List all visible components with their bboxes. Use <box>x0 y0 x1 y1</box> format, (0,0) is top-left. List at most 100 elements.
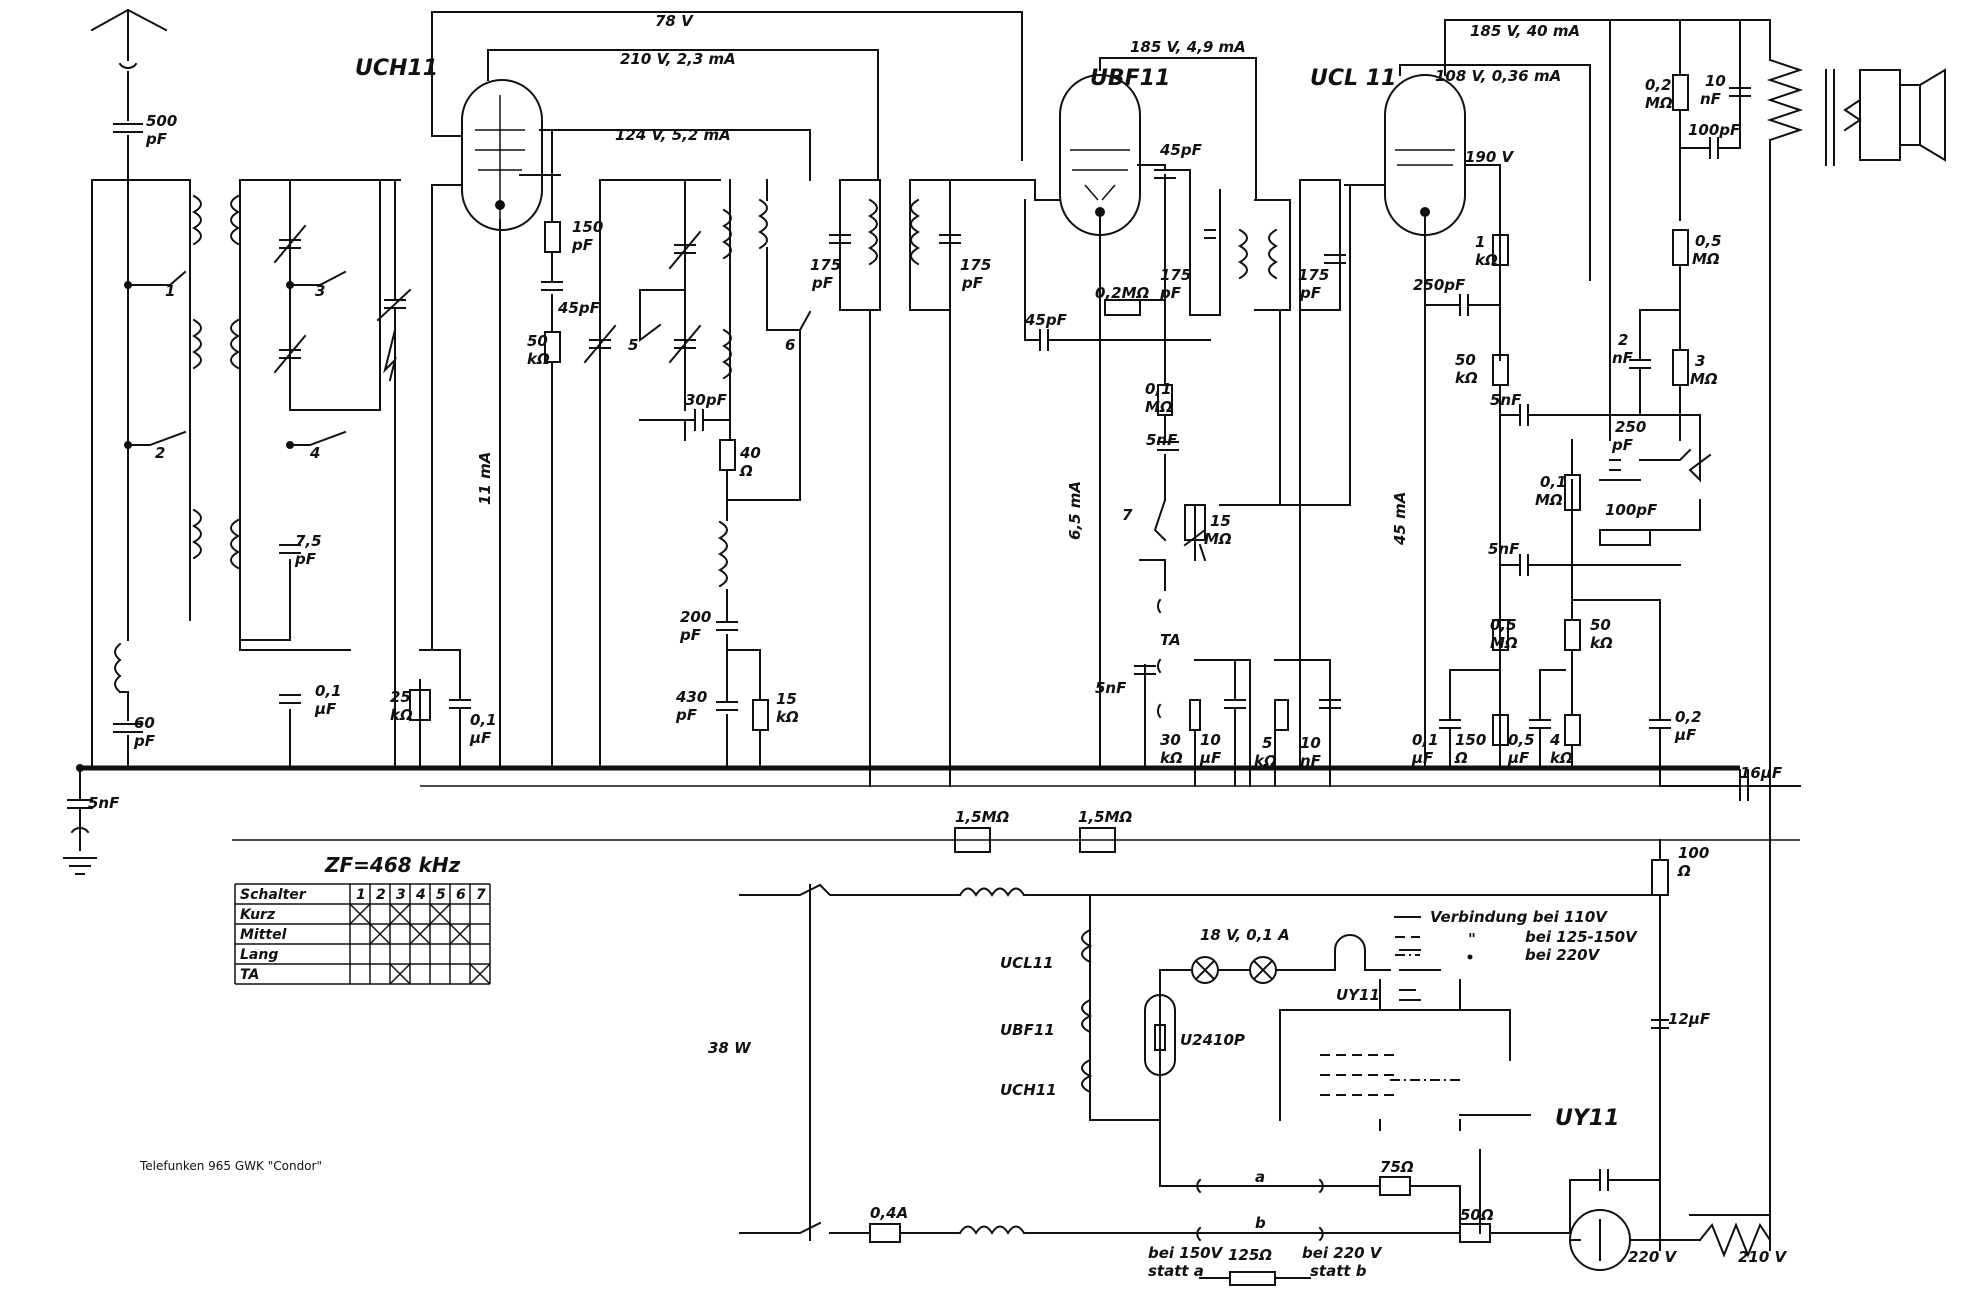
bei220-label: bei 220 V <box>1302 1244 1383 1262</box>
p15m-value: 15 <box>1210 512 1231 530</box>
voltage-210v-b: 210 V <box>1738 1248 1788 1266</box>
c5nfa-value: 5nF <box>1146 431 1178 449</box>
voltage-124v: 124 V, 5,2 mA <box>615 126 731 144</box>
c60-value: 60 <box>134 714 155 732</box>
r4k-value: 4 <box>1549 731 1560 749</box>
c05-value: 0,5 <box>1508 731 1535 749</box>
c250-value: 250pF <box>1413 276 1466 294</box>
table-cross-mark <box>469 963 491 985</box>
c01c-value: 0,1 <box>1412 731 1439 749</box>
voltage-210v: 210 V, 2,3 mA <box>620 50 736 68</box>
table-cross-mark <box>389 963 411 985</box>
c430-value: 430 <box>675 688 707 706</box>
jumper-b: b <box>1255 1214 1266 1232</box>
c430-unit: pF <box>675 706 698 724</box>
switch-3: 3 <box>315 282 325 300</box>
heater-ucl11: UCL11 <box>1000 954 1054 972</box>
r50k-value: 50 <box>527 332 548 350</box>
r15k-value: 15 <box>776 690 797 708</box>
lamp-rating: 18 V, 0,1 A <box>1200 926 1290 944</box>
c175b-value: 175 <box>960 256 991 274</box>
u2410p-label: U2410P <box>1180 1031 1245 1049</box>
c100b-value: 100pF <box>1605 501 1658 519</box>
r30k-value: 30 <box>1160 731 1181 749</box>
antenna-symbol <box>90 8 168 69</box>
jumper-a: a <box>1255 1168 1265 1186</box>
table-col-2: 2 <box>376 887 386 903</box>
r05b-unit: MΩ <box>1692 250 1720 268</box>
c200-value: 200 <box>680 608 711 626</box>
c02-value: 0,2 <box>1675 708 1702 726</box>
r15ma-value: 1,5MΩ <box>955 808 1009 826</box>
c5nfc-value: 5nF <box>1490 391 1522 409</box>
c250b-value: 250 <box>1615 418 1646 436</box>
r15mb-value: 1,5MΩ <box>1078 808 1132 826</box>
c175a-value: 175 <box>810 256 841 274</box>
c01b-unit: µF <box>469 729 492 747</box>
r01m-value: 0,1 <box>1145 380 1172 398</box>
c5nfd-value: 5nF <box>1488 540 1520 558</box>
r75-value: 75Ω <box>1380 1158 1414 1176</box>
ucl11-label: UCL 11 <box>1310 66 1396 91</box>
c175d-unit: pF <box>1299 284 1322 302</box>
r25k-value: 25 <box>390 688 411 706</box>
ta-label: TA <box>1160 631 1181 649</box>
r5k-value: 5 <box>1262 734 1272 752</box>
bei150-label: bei 150V <box>1148 1244 1224 1262</box>
r1k-unit: kΩ <box>1475 251 1498 269</box>
r05b-value: 0,5 <box>1695 232 1722 250</box>
voltage-108v: 108 V, 0,36 mA <box>1435 67 1561 85</box>
table-header: Schalter <box>240 887 307 903</box>
ground-symbol <box>63 809 97 875</box>
switch-5: 5 <box>628 336 638 354</box>
r40-value: 40 <box>739 444 761 462</box>
table-col-3: 3 <box>396 887 406 903</box>
c250b-unit: pF <box>1611 436 1634 454</box>
r01m-unit: MΩ <box>1145 398 1173 416</box>
table-col-7: 7 <box>476 887 486 903</box>
c75-value: 7,5 <box>295 532 322 550</box>
c5nf-ant: 5nF <box>88 794 120 812</box>
r25k-unit: kΩ <box>390 706 413 724</box>
c2nf-value: 2 <box>1618 331 1628 349</box>
c10nfb-value: 10 <box>1705 72 1726 90</box>
c500-value: 500 <box>146 112 177 130</box>
c100a-value: 100pF <box>1688 121 1741 139</box>
c10nf-value: 10 <box>1300 734 1321 752</box>
table-row-ta: TA <box>240 967 259 983</box>
table-cross-mark <box>449 923 471 945</box>
table-cross-mark <box>369 923 391 945</box>
r05a-value: 0,5 <box>1490 616 1517 634</box>
uch11-tube <box>461 79 543 231</box>
r01mb-value: 0,1 <box>1540 473 1567 491</box>
heater-uch11: UCH11 <box>1000 1081 1057 1099</box>
r3m-unit: MΩ <box>1690 370 1718 388</box>
ubf11-tube <box>1059 74 1141 236</box>
r50kb-unit: kΩ <box>1455 369 1478 387</box>
r01mb-unit: MΩ <box>1535 491 1563 509</box>
switch-6: 6 <box>785 336 795 354</box>
r05a-unit: MΩ <box>1490 634 1518 652</box>
r1k-value: 1 <box>1475 233 1485 251</box>
voltage-190v: 190 V <box>1465 148 1515 166</box>
heater-ubf11: UBF11 <box>1000 1021 1055 1039</box>
c01c-unit: µF <box>1411 749 1434 767</box>
r100-unit: Ω <box>1677 862 1691 880</box>
c01a-value: 0,1 <box>315 682 342 700</box>
p15m-unit: MΩ <box>1204 530 1232 548</box>
current-45ma: 45 mA <box>1391 492 1409 546</box>
table-col-4: 4 <box>415 887 426 903</box>
r50-value: 50Ω <box>1460 1206 1494 1224</box>
r3m-value: 3 <box>1695 352 1705 370</box>
fuse-value: 0,4A <box>870 1204 908 1222</box>
ucl11-tube <box>1384 74 1466 236</box>
c02-unit: µF <box>1674 726 1697 744</box>
switch-position-table: Schalter 1 2 3 4 5 6 7 Kurz Mittel Lang … <box>234 883 491 985</box>
r50kc-unit: kΩ <box>1590 634 1613 652</box>
voltage-185v-a: 185 V, 4,9 mA <box>1130 38 1246 56</box>
table-cross-mark <box>409 923 431 945</box>
c01a-unit: µF <box>314 700 337 718</box>
ubf11-label: UBF11 <box>1090 66 1170 91</box>
r15k-unit: kΩ <box>776 708 799 726</box>
